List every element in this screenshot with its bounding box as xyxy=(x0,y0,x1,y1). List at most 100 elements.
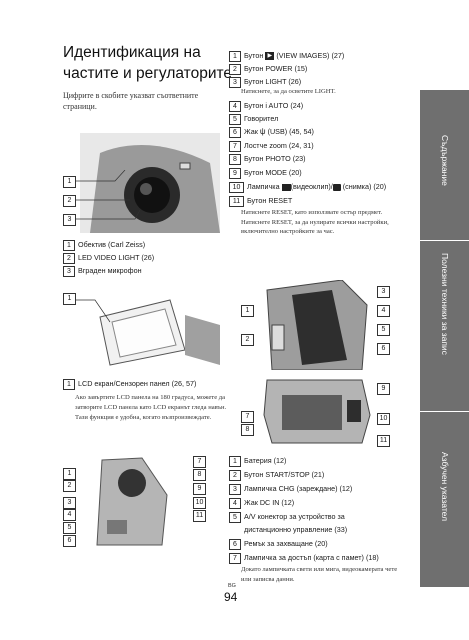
number-box: 6 xyxy=(229,538,241,550)
item-text: Бутон START/STOP (21) xyxy=(244,470,325,479)
callout-line-2 xyxy=(75,299,111,323)
item-text: Бутон xyxy=(244,51,264,60)
item-note: Докато лампичката свети или мига, видеок… xyxy=(241,566,398,583)
item-text: Жак xyxy=(244,127,258,136)
callout-3: 3 xyxy=(63,214,76,226)
item-text: Бутон i AUTO (24) xyxy=(244,101,304,110)
lcd-note: Ако завъртите LCD панела на 180 градуса,… xyxy=(75,394,227,421)
item-text-after: (USB) (45, 54) xyxy=(267,127,314,136)
page-number: 94 xyxy=(224,590,238,604)
film-icon xyxy=(281,183,291,191)
side-tab-index[interactable]: Азбучен указател xyxy=(420,412,469,587)
callout-9: 9 xyxy=(377,383,390,395)
item-text: Бутон LIGHT (26) xyxy=(244,77,302,86)
item-text-after: (VIEW IMAGES) (27) xyxy=(276,51,345,60)
item-text: Говорител xyxy=(244,114,279,123)
callout-11: 11 xyxy=(377,435,390,447)
number-box: 8 xyxy=(229,153,241,165)
number-box: 1 xyxy=(63,239,75,251)
callout-3: 3 xyxy=(377,286,390,298)
number-box: 2 xyxy=(229,469,241,481)
usb-icon: ψ xyxy=(259,127,266,136)
callout-2: 2 xyxy=(241,334,254,346)
item-text: Ремък за захващане (20) xyxy=(244,539,328,548)
page-title: Идентификация на частите и регулаторите xyxy=(63,42,232,84)
legend-text: Обектив (Carl Zeiss) xyxy=(78,240,146,249)
play-icon: ▶ xyxy=(265,52,275,61)
callout-10: 10 xyxy=(193,497,206,509)
item-note: Натиснете, за да осветите LIGHT. xyxy=(241,88,336,95)
item-text: Лампичка xyxy=(247,182,280,191)
page-subtitle: Цифрите в скобите указват съответните ст… xyxy=(63,91,199,111)
callout-2: 2 xyxy=(63,480,76,492)
callout-5: 5 xyxy=(377,324,390,336)
legend-text: LCD екран/Сензорен панел (26, 57) xyxy=(78,379,197,388)
side-tab-contents[interactable]: Съдържание xyxy=(420,90,469,241)
legend-text: LED VIDEO LIGHT (26) xyxy=(78,253,155,262)
side-tab-techniques[interactable]: Полезни техники за запис xyxy=(420,241,469,412)
camcorder-front-drawing xyxy=(80,133,220,233)
camcorder-battery-photo xyxy=(262,375,372,445)
legend-text: Вграден микрофон xyxy=(78,266,142,275)
item-text: Лампичка за достъп (карта с памет) (18) xyxy=(244,553,379,562)
lcd-panel-drawing xyxy=(99,299,220,366)
number-box: 4 xyxy=(229,100,241,112)
item-text: Лостче zoom (24, 31) xyxy=(244,141,314,150)
number-box: 7 xyxy=(229,140,241,152)
tab-label: Азбучен указател xyxy=(440,452,450,522)
callout-6: 6 xyxy=(63,535,76,547)
number-box: 2 xyxy=(229,63,241,75)
callout-7: 7 xyxy=(193,456,206,468)
number-box: 3 xyxy=(229,483,241,495)
callout-4: 4 xyxy=(63,509,76,521)
number-box: 3 xyxy=(63,265,75,277)
number-box: 11 xyxy=(229,195,244,207)
number-box: 5 xyxy=(229,113,241,125)
item-text: A/V конектор за устройство за xyxy=(244,512,345,521)
list-item-continued: дистанционно управление (33) xyxy=(244,524,347,535)
callout-1: 1 xyxy=(63,176,76,188)
callout-1: 1 xyxy=(241,305,254,317)
number-box: 4 xyxy=(229,497,241,509)
number-box: 6 xyxy=(229,126,241,138)
item-text: Лампичка CHG (зареждане) (12) xyxy=(244,484,353,493)
number-box: 7 xyxy=(229,552,241,564)
callout-8: 8 xyxy=(241,424,254,436)
item-text: Жак DC IN (12) xyxy=(244,498,295,507)
item-text: дистанционно управление (33) xyxy=(244,525,348,534)
camcorder-battery-drawing xyxy=(263,379,371,444)
number-box: 10 xyxy=(229,181,244,193)
callout-7: 7 xyxy=(241,411,254,423)
item-text: Бутон PHOTO (23) xyxy=(244,154,306,163)
title-line-2: частите и регулаторите xyxy=(63,65,233,82)
tab-label: Полезни техники за запис xyxy=(440,253,450,355)
number-box: 3 xyxy=(229,76,241,88)
item-text-after: (видеоклип)/ xyxy=(290,182,333,191)
number-box: 1 xyxy=(229,50,241,62)
callout-6: 6 xyxy=(377,343,390,355)
lcd-panel-photo xyxy=(90,295,220,370)
callout-1: 1 xyxy=(63,293,76,305)
language-code: BG xyxy=(228,583,236,589)
callout-9: 9 xyxy=(193,483,206,495)
tab-label: Съдържание xyxy=(440,135,450,186)
callout-10: 10 xyxy=(377,413,390,425)
